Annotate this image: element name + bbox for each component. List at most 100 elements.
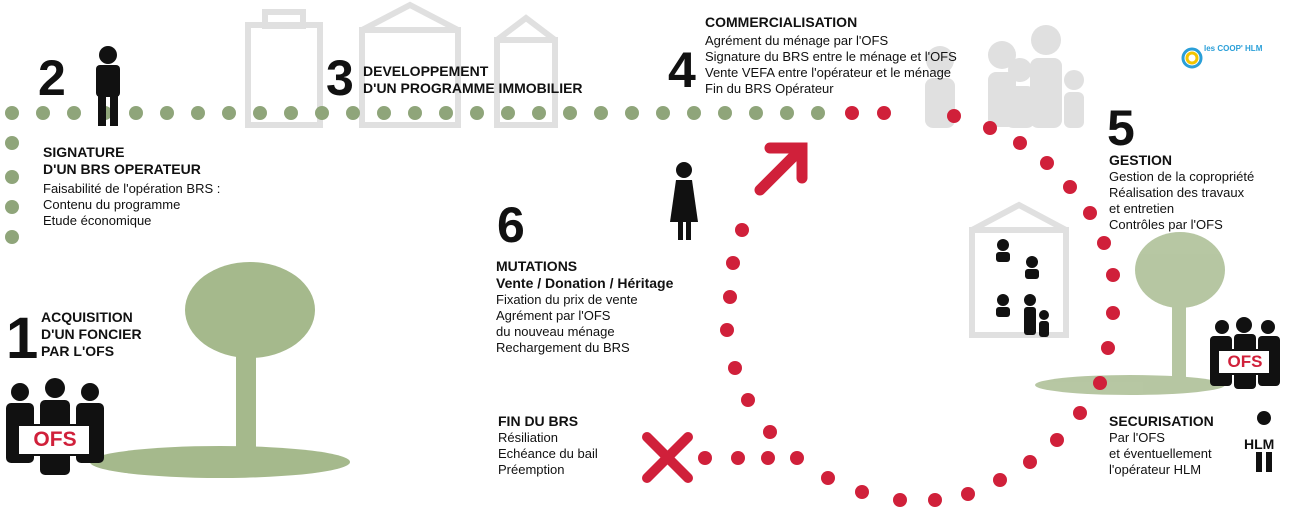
red-path-dot bbox=[877, 106, 891, 120]
title-line: GESTION bbox=[1109, 152, 1173, 168]
arrow-icon bbox=[754, 142, 808, 196]
red-path-dot bbox=[961, 487, 975, 501]
green-path-dot bbox=[5, 200, 19, 214]
detail-line: Réalisation des travaux bbox=[1109, 185, 1245, 200]
detail-line: Contrôles par l'OFS bbox=[1109, 217, 1223, 232]
title-line: COMMERCIALISATION bbox=[705, 14, 858, 30]
green-path-dot bbox=[160, 106, 174, 120]
step-2-text: SIGNATURE D'UN BRS OPERATEUR Faisabilité… bbox=[43, 144, 220, 229]
red-path-dot bbox=[947, 109, 961, 123]
step-5-text: GESTION Gestion de la copropriété Réalis… bbox=[1109, 152, 1254, 233]
red-path-dot bbox=[1040, 156, 1054, 170]
detail-line: Par l'OFS bbox=[1109, 430, 1165, 445]
green-path-dot bbox=[377, 106, 391, 120]
red-path-dot bbox=[1063, 180, 1077, 194]
title-line: D'UN FONCIER bbox=[41, 326, 142, 342]
red-path-dot bbox=[821, 471, 835, 485]
detail-line: Etude économique bbox=[43, 213, 152, 228]
step-3-title: DEVELOPPEMENT D'UN PROGRAMME IMMOBILIER bbox=[363, 63, 583, 97]
red-path-dot bbox=[1050, 433, 1064, 447]
detail-line: Préemption bbox=[498, 462, 565, 477]
green-path-dot bbox=[67, 106, 81, 120]
green-path-dot bbox=[36, 106, 50, 120]
red-path-dot bbox=[741, 393, 755, 407]
building-icons bbox=[245, 1, 1069, 338]
detail-line: Agrément du ménage par l'OFS bbox=[705, 33, 889, 48]
step-1-title: ACQUISITION D'UN FONCIER PAR L'OFS bbox=[41, 309, 142, 360]
green-path-dot bbox=[749, 106, 763, 120]
detail-line: l'opérateur HLM bbox=[1109, 462, 1202, 477]
detail-line: Fixation du prix de vente bbox=[496, 292, 638, 307]
title-line: D'UN BRS OPERATEUR bbox=[43, 161, 201, 177]
tree-left-icon bbox=[90, 262, 350, 478]
red-path-dot bbox=[698, 451, 712, 465]
green-path-dot bbox=[253, 106, 267, 120]
coop-hlm-logo bbox=[1181, 47, 1203, 69]
fin-brs-title: FIN DU BRS bbox=[498, 413, 579, 429]
step-6-number: 6 bbox=[497, 197, 525, 253]
red-path-dot bbox=[1023, 455, 1037, 469]
ofs-badge-left: OFS bbox=[33, 428, 77, 451]
red-path-dot bbox=[1073, 406, 1087, 420]
red-path-dot bbox=[1106, 268, 1120, 282]
worker-icon bbox=[96, 46, 120, 126]
red-path-dot bbox=[1101, 341, 1115, 355]
step-1-number: 1 bbox=[6, 306, 39, 371]
green-path-dot bbox=[594, 106, 608, 120]
red-path-dot bbox=[983, 121, 997, 135]
ofs-badge-right: OFS bbox=[1227, 352, 1263, 371]
green-path-dot bbox=[5, 170, 19, 184]
tree-right-icon bbox=[1035, 232, 1225, 395]
step-5-number: 5 bbox=[1107, 100, 1135, 156]
detail-line: Vente VEFA entre l'opérateur et le ménag… bbox=[705, 65, 952, 80]
detail-line: Faisabilité de l'opération BRS : bbox=[43, 181, 221, 196]
fin-brs-text: FIN DU BRS Résiliation Echéance du bail … bbox=[498, 413, 598, 478]
red-path-dot bbox=[731, 451, 745, 465]
green-path-dot bbox=[5, 230, 19, 244]
red-path-dot bbox=[893, 493, 907, 507]
cross-icon bbox=[642, 432, 693, 483]
group-left-icon bbox=[6, 378, 104, 475]
title-line: ACQUISITION bbox=[41, 309, 133, 325]
securisation-text: SECURISATION Par l'OFS et éventuellement… bbox=[1109, 413, 1214, 478]
red-path-dot bbox=[763, 425, 777, 439]
green-path-dot bbox=[129, 106, 143, 120]
red-path-dot bbox=[1083, 206, 1097, 220]
red-path-dot bbox=[855, 485, 869, 499]
detail-line: Contenu du programme bbox=[43, 197, 181, 212]
green-path-dot bbox=[687, 106, 701, 120]
green-path-dot bbox=[315, 106, 329, 120]
detail-line: et éventuellement bbox=[1109, 446, 1212, 461]
title-line: SIGNATURE bbox=[43, 144, 125, 160]
red-path-dot bbox=[723, 290, 737, 304]
detail-line: et entretien bbox=[1109, 201, 1175, 216]
green-path-dot bbox=[470, 106, 484, 120]
step-3-number: 3 bbox=[326, 50, 354, 106]
green-path-dot bbox=[408, 106, 422, 120]
detail-line: Fin du BRS Opérateur bbox=[705, 81, 834, 96]
title-line: Vente / Donation / Héritage bbox=[496, 275, 674, 291]
detail-line: Echéance du bail bbox=[498, 446, 598, 461]
red-path-dot bbox=[735, 223, 749, 237]
red-path-dot bbox=[726, 256, 740, 270]
red-path-dot bbox=[993, 473, 1007, 487]
red-path-dot bbox=[790, 451, 804, 465]
detail-line: du nouveau ménage bbox=[496, 324, 615, 339]
woman-icon bbox=[670, 162, 698, 240]
green-path-dot bbox=[284, 106, 298, 120]
detail-line: Résiliation bbox=[498, 430, 558, 445]
red-path-dot bbox=[928, 493, 942, 507]
red-path-dot bbox=[720, 323, 734, 337]
title-line: DEVELOPPEMENT bbox=[363, 63, 489, 79]
red-path-dot bbox=[761, 451, 775, 465]
step-4-text: COMMERCIALISATION Agrément du ménage par… bbox=[705, 14, 957, 97]
green-path-dot bbox=[439, 106, 453, 120]
green-path-dot bbox=[780, 106, 794, 120]
green-path-dot bbox=[563, 106, 577, 120]
hlm-badge: HLM bbox=[1244, 436, 1275, 452]
step-4-number: 4 bbox=[668, 42, 696, 98]
green-path-dot bbox=[346, 106, 360, 120]
detail-line: Signature du BRS entre le ménage et l'OF… bbox=[705, 49, 957, 64]
green-path-dot bbox=[222, 106, 236, 120]
